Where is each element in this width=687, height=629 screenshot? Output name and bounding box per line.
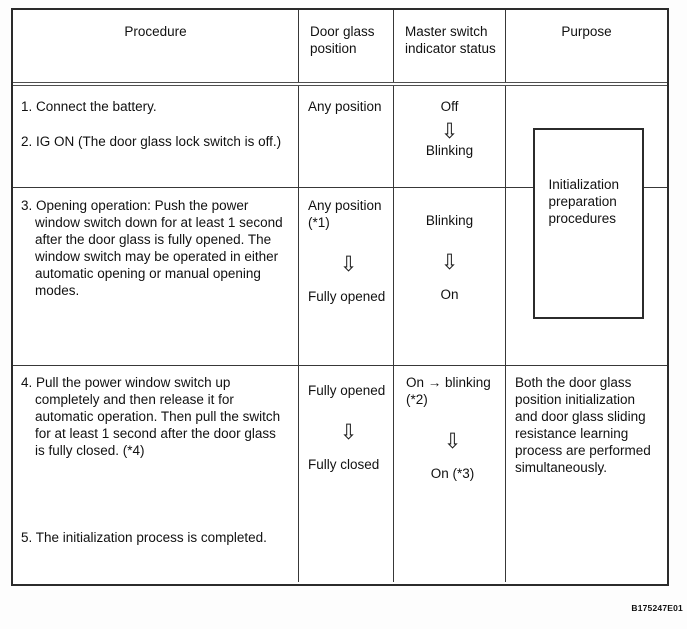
indicator-state-to: On (*3) <box>430 466 475 481</box>
indicator-state-from: Off <box>440 99 459 114</box>
figure-code: B175247E01 <box>631 603 683 613</box>
step-3: 3. Opening operation: Push the power win… <box>21 198 283 298</box>
cell-indicator-2: Blinking ⇩ On <box>394 188 506 365</box>
cell-indicator-1: Off ⇩ Blinking <box>394 86 506 187</box>
header-master-switch-indicator-status: Master switch indicator status <box>394 10 506 82</box>
header-door-glass-position: Door glass position <box>299 10 394 82</box>
cell-indicator-3: On → blinking (*2) ⇩ On (*3) <box>394 366 506 582</box>
indicator-state-from: On → blinking (*2) <box>406 375 491 407</box>
cell-door-glass-2: Any position (*1) ⇩ Fully opened <box>299 188 394 365</box>
down-arrow-icon: ⇩ <box>443 429 462 453</box>
purpose-box-label: Initialization preparation procedures <box>548 177 620 226</box>
door-glass-to: Fully opened <box>308 289 386 304</box>
down-arrow-icon: ⇩ <box>440 250 459 274</box>
step-2: 2. IG ON (The door glass lock switch is … <box>21 134 282 149</box>
door-glass-to: Fully closed <box>308 457 380 472</box>
indicator-state-to: Blinking <box>425 143 474 158</box>
purpose-text: Both the door glass position initializat… <box>515 375 651 475</box>
cell-door-glass-3: Fully opened ⇩ Fully closed <box>299 366 394 582</box>
door-glass-from: Fully opened <box>308 383 386 398</box>
cell-procedure-step-3: 3. Opening operation: Push the power win… <box>13 188 299 365</box>
door-glass-value: Any position <box>308 99 382 114</box>
down-arrow-icon: ⇩ <box>339 420 358 444</box>
door-glass-from: Any position (*1) <box>308 198 382 230</box>
cell-procedure-steps-4-5: 4. Pull the power window switch up compl… <box>13 366 299 582</box>
cell-purpose-3: Both the door glass position initializat… <box>506 366 667 582</box>
step-5: 5. The initialization process is complet… <box>21 530 267 545</box>
cell-procedure-steps-1-2: 1. Connect the battery. 2. IG ON (The do… <box>13 86 299 187</box>
indicator-state-from: Blinking <box>425 213 474 228</box>
initialization-procedure-table: Procedure Door glass position Master swi… <box>11 8 669 586</box>
down-arrow-icon: ⇩ <box>339 252 358 276</box>
header-row: Procedure Door glass position Master swi… <box>13 10 667 86</box>
header-procedure: Procedure <box>13 10 299 82</box>
initialization-preparation-box: Initialization preparation procedures <box>533 128 644 319</box>
header-purpose: Purpose <box>561 24 612 39</box>
cell-door-glass-1: Any position <box>299 86 394 187</box>
step-1: 1. Connect the battery. <box>21 99 157 114</box>
down-arrow-icon: ⇩ <box>440 119 459 143</box>
row-opening-operation: 3. Opening operation: Push the power win… <box>13 188 667 366</box>
step-4: 4. Pull the power window switch up compl… <box>21 375 281 458</box>
indicator-state-to: On <box>440 287 459 302</box>
row-battery-ig-on: 1. Connect the battery. 2. IG ON (The do… <box>13 86 667 188</box>
row-closing-operation: 4. Pull the power window switch up compl… <box>13 366 667 582</box>
